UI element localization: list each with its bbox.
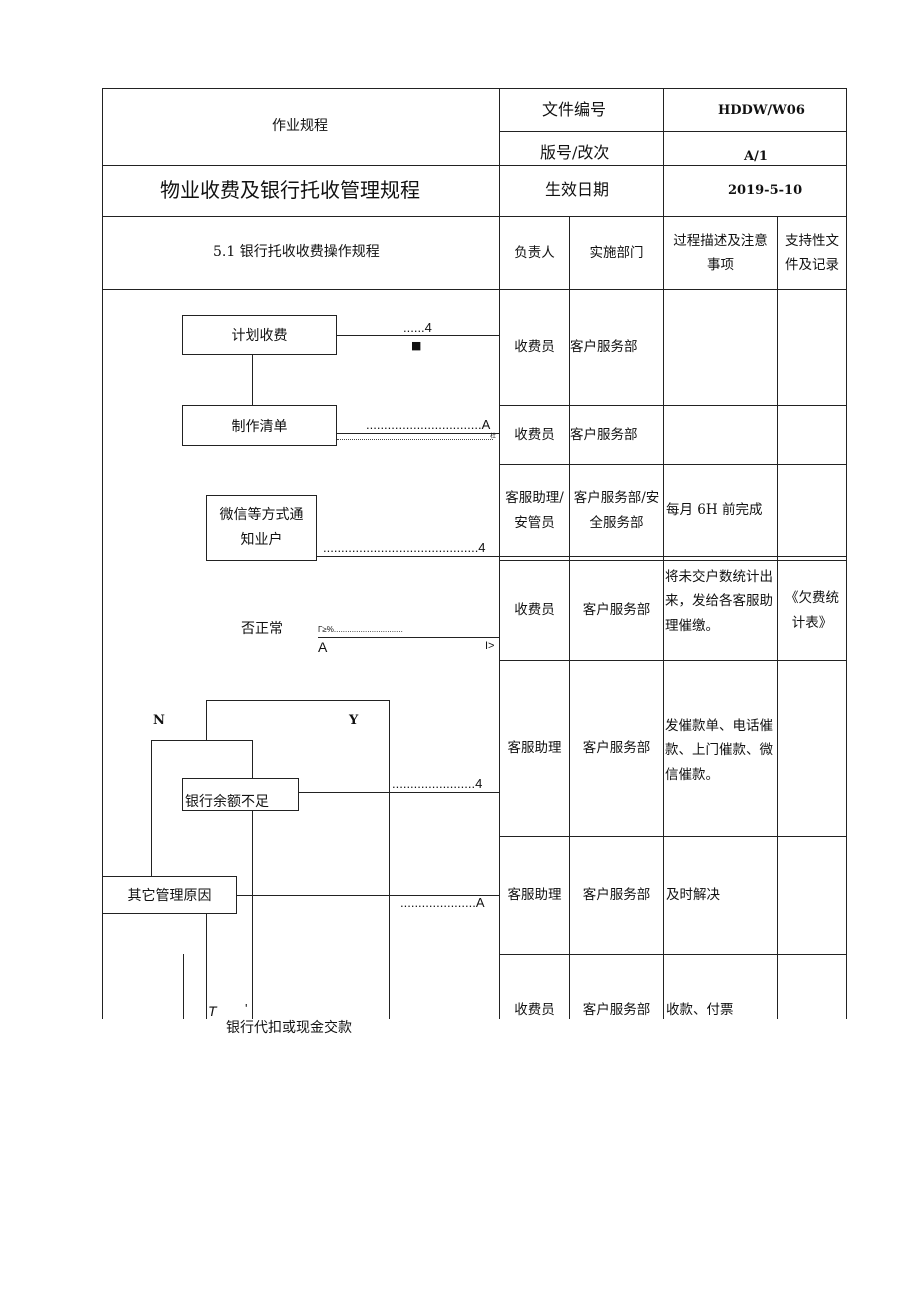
col-process-notes: 过程描述及注意事项 bbox=[673, 232, 768, 273]
page-title: 物业收费及银行托收管理规程 bbox=[160, 178, 420, 202]
row-7-department: 客户服务部 bbox=[582, 1001, 651, 1018]
row-4-responsible: 收费员 bbox=[514, 602, 555, 619]
leader-step1: ......4 bbox=[403, 320, 432, 335]
row-7-responsible: 收费员 bbox=[514, 1001, 555, 1018]
step-notify-label: 微信等方式通知业户 bbox=[219, 506, 304, 548]
row-5-department: 客户服务部 bbox=[582, 740, 651, 757]
row-1-department: 客户服务部 bbox=[570, 339, 638, 356]
file-no-value: HDDW/W06 bbox=[718, 103, 805, 118]
version-label: 版号/改次 bbox=[540, 143, 610, 162]
leader-reason1: .......................4 bbox=[392, 776, 483, 791]
row-5-notes: 发催款单、电话催款、上门催款、微信催款。 bbox=[665, 718, 773, 783]
marker-square: ■ bbox=[411, 339, 422, 352]
step-bank-or-cash: 银行代扣或现金交款 bbox=[226, 1020, 352, 1036]
decision-mark-arrow: I> bbox=[485, 640, 495, 652]
row-6-notes: 及时解决 bbox=[666, 887, 720, 904]
row-6-department: 客户服务部 bbox=[582, 887, 651, 904]
version-value: A/1 bbox=[744, 149, 768, 164]
row-3-responsible: 客服助理/安管员 bbox=[505, 490, 564, 531]
row-1-responsible: 收费员 bbox=[514, 339, 555, 356]
decision-mark-top: Γ≥%............................... bbox=[318, 625, 403, 634]
row-3-notes: 每月 6H 前完成 bbox=[666, 502, 763, 519]
col-department: 实施部门 bbox=[589, 244, 644, 261]
col-records: 支持性文件及记录 bbox=[785, 232, 839, 273]
row-2-department: 客户服务部 bbox=[570, 426, 638, 443]
leader-reason2: .....................A bbox=[400, 895, 485, 910]
tail-mark-quote: ' bbox=[245, 1001, 248, 1016]
step-notify-owners: 微信等方式通知业户 bbox=[206, 495, 317, 561]
row-2-responsible: 收费员 bbox=[514, 426, 555, 443]
row-4-records: 《欠费统计表》 bbox=[785, 590, 839, 631]
step-plan-fees: 计划收费 bbox=[182, 315, 337, 355]
step-make-list: 制作清单 bbox=[182, 405, 337, 446]
decision-normal: 否正常 bbox=[241, 621, 283, 637]
row-3-department: 客户服务部/安全服务部 bbox=[573, 490, 660, 531]
row-4-notes: 将未交户数统计出来，发给各客服助理催缴。 bbox=[665, 569, 773, 634]
section-title: 5.1 银行托收收费操作规程 bbox=[213, 244, 380, 260]
leader-step2: ................................A bbox=[366, 417, 491, 432]
col-responsible: 负责人 bbox=[514, 244, 555, 261]
row-7-notes: 收款、付票 bbox=[666, 1001, 734, 1018]
leader-step2-mark: 杜 bbox=[490, 434, 497, 440]
tail-mark-t: T bbox=[208, 1003, 217, 1019]
row-6-responsible: 客服助理 bbox=[507, 887, 562, 904]
decision-mark-a: A bbox=[318, 639, 328, 655]
effective-date-label: 生效日期 bbox=[545, 180, 610, 199]
reason-insufficient-balance: 银行余额不足 bbox=[182, 778, 299, 811]
effective-date-value: 2019-5-10 bbox=[728, 183, 803, 198]
leader-step3: ........................................… bbox=[323, 540, 486, 555]
branch-no: N bbox=[153, 713, 165, 728]
file-no-label: 文件编号 bbox=[542, 100, 607, 119]
row-4-department: 客户服务部 bbox=[582, 602, 651, 619]
row-5-responsible: 客服助理 bbox=[507, 740, 562, 757]
branch-yes: Y bbox=[349, 713, 359, 728]
reason-other-management: 其它管理原因 bbox=[102, 876, 237, 914]
doc-type-label: 作业规程 bbox=[272, 118, 328, 134]
